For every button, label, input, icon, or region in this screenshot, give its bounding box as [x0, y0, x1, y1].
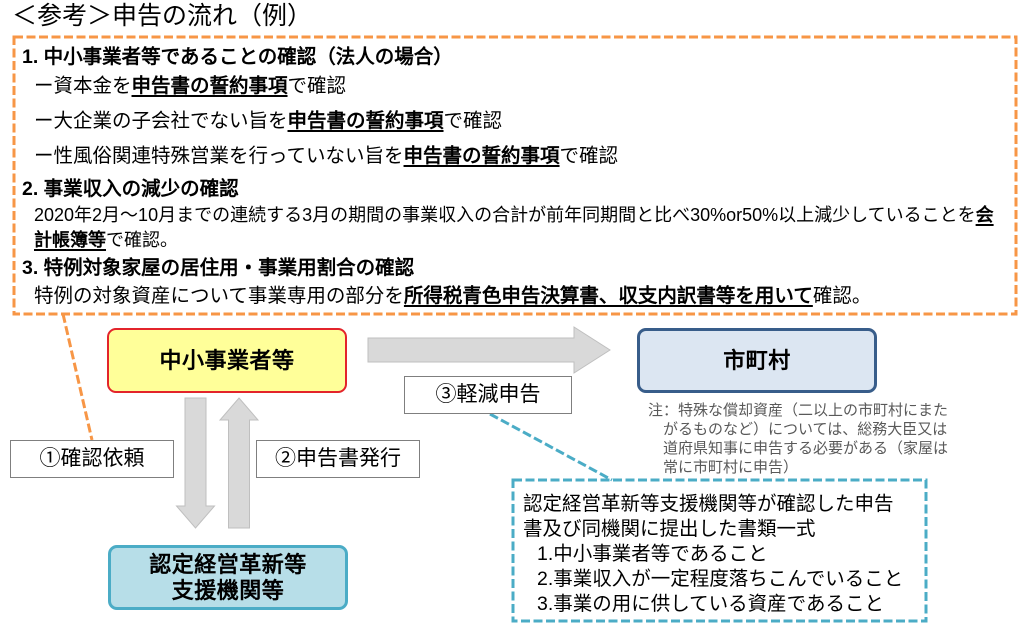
requirement-emphasis: 所得税青色申告決算書、収支内訳書等を用いて: [403, 285, 813, 307]
documents-item: 3.事業の用に供している資産であること: [537, 593, 884, 615]
node-small-business: 中小事業者等: [107, 328, 347, 393]
documents-panel: 認定経営革新等支援機関等が確認した申告 書及び同機関に提出した書類一式 1.中小…: [513, 480, 926, 621]
documents-frame: [511, 478, 928, 623]
documents-item: 2.事業収入が一定程度落ちこんでいること: [537, 568, 904, 590]
arrow-down-to-support-organization: [175, 397, 216, 529]
requirement-text: ー性風俗関連特殊営業を行っていない旨を: [34, 145, 404, 167]
requirement-heading-2: 2. 事業収入の減少の確認: [22, 178, 239, 200]
note-line: 常に市町村に申告）: [663, 459, 799, 476]
note-line: がるものなど）については、総務大臣又は: [663, 421, 948, 438]
requirement-heading-3: 3. 特例対象家屋の居住用・事業用割合の確認: [22, 257, 415, 279]
node-label: 市町村: [723, 347, 791, 373]
arrow-up-to-business: [218, 397, 260, 529]
requirement-emphasis: 申告書の誓約事項: [403, 145, 560, 167]
requirement-text: ー資本金を: [34, 75, 132, 97]
node-municipality: 市町村: [637, 328, 877, 393]
requirement-1-line-2: ー大企業の子会社でない旨を申告書の誓約事項で確認: [34, 109, 502, 133]
note-special-assets: 注：特殊な償却資産（二以上の市町村にまた がるものなど）については、総務大臣又は…: [648, 401, 968, 477]
requirement-2-line-2: 計帳簿等で確認。: [34, 228, 178, 252]
step-confirm-request-label: ①確認依頼: [10, 440, 174, 478]
requirement-emphasis: 申告書の誓約事項: [287, 110, 444, 132]
requirement-2-line-1: 2020年2月～10月までの連続する3月の期間の事業収入の合計が前年同期間と比べ…: [34, 203, 994, 227]
requirement-text: で確認: [559, 145, 619, 167]
requirement-1-line-1: ー資本金を申告書の誓約事項で確認: [34, 74, 346, 98]
requirement-heading-1: 1. 中小事業者等であることの確認（法人の場合）: [22, 46, 453, 68]
requirement-emphasis: 計帳簿等: [34, 230, 106, 250]
documents-item: 1.中小事業者等であること: [537, 543, 768, 565]
node-support-organization: 認定経営革新等支援機関等: [108, 545, 348, 610]
node-label-line-1: 認定経営革新等: [149, 551, 307, 577]
step-issue-declaration-label: ②申告書発行: [256, 440, 420, 478]
requirements-connector: [61, 313, 94, 441]
requirement-text: 特例の対象資産について事業専用の部分を: [34, 285, 404, 307]
requirements-panel: 1. 中小事業者等であることの確認（法人の場合） ー資本金を申告書の誓約事項で確…: [14, 37, 1016, 314]
requirement-text: で確認: [287, 75, 347, 97]
arrow-right-to-municipality: [367, 326, 611, 374]
page-title: ＜参考＞申告の流れ（例）: [12, 2, 313, 30]
documents-intro-line: 認定経営革新等支援機関等が確認した申告: [523, 493, 894, 515]
requirement-text: ー大企業の子会社でない旨を: [34, 110, 288, 132]
requirement-text: で確認: [443, 110, 503, 132]
note-line: 道府県知事に申告する必要がある（家屋は: [663, 440, 949, 457]
node-label-line-2: 支援機関等: [171, 577, 285, 603]
requirement-text: 確認。: [812, 285, 872, 307]
requirement-1-line-3: ー性風俗関連特殊営業を行っていない旨を申告書の誓約事項で確認: [34, 144, 618, 168]
step-reduced-filing-label: ③軽減申告: [404, 376, 572, 414]
requirement-emphasis: 会: [975, 205, 994, 225]
requirement-emphasis: 申告書の誓約事項: [131, 75, 288, 97]
note-line: 注：特殊な償却資産（二以上の市町村にまた: [648, 402, 949, 419]
documents-intro-line: 書及び同機関に提出した書類一式: [523, 518, 816, 540]
requirements-frame: [12, 35, 1018, 316]
requirement-text: で確認。: [106, 230, 178, 250]
requirement-3-line-1: 特例の対象資産について事業専用の部分を所得税青色申告決算書、収支内訳書等を用いて…: [34, 284, 871, 308]
documents-connector: [489, 412, 613, 482]
node-label: 中小事業者等: [159, 347, 295, 373]
requirement-text: 2020年2月～10月までの連続する3月の期間の事業収入の合計が前年同期間と比べ…: [34, 205, 976, 225]
